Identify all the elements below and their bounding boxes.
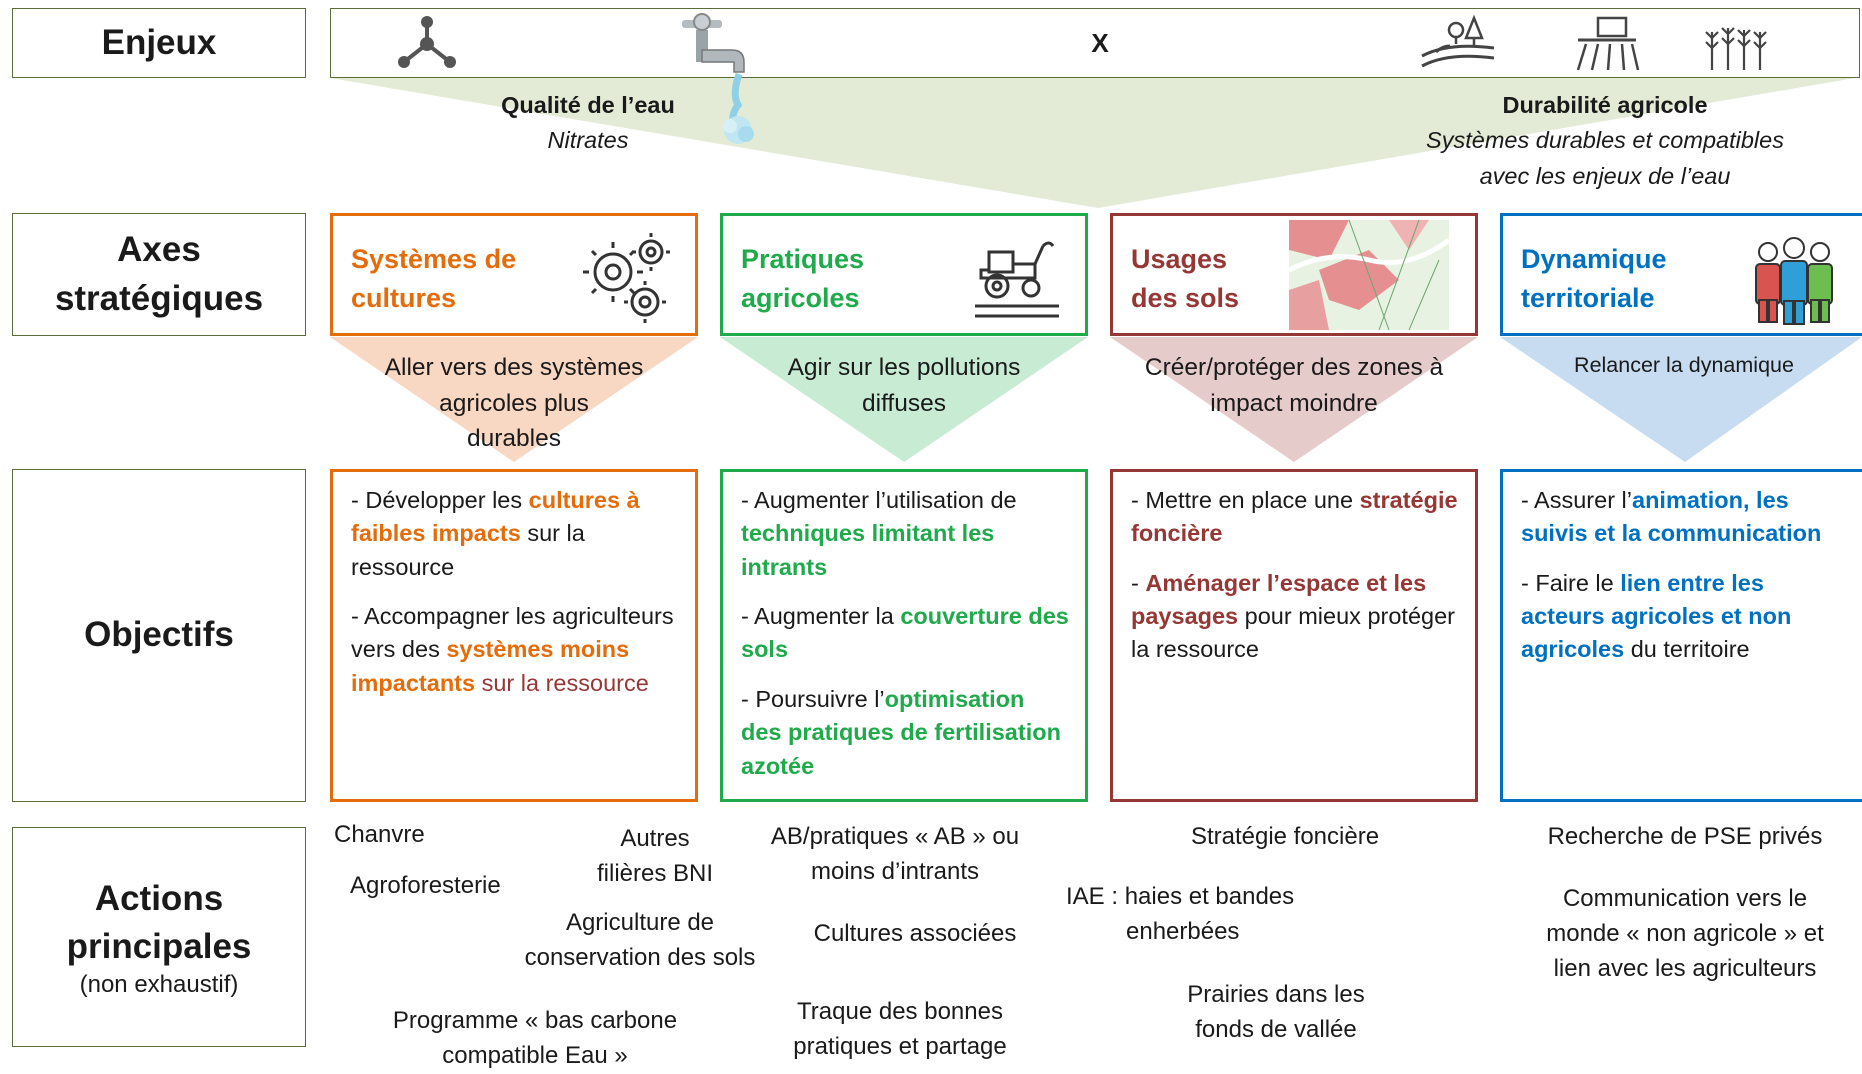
objectif-1a: - Développer les cultures à faibles impa… (351, 487, 640, 580)
enjeux-cross: X (1091, 28, 1109, 58)
objectif-4b: - Faire le lien entre les acteurs agrico… (1521, 569, 1792, 663)
enjeu-durabilite-sub-1: Systèmes durables et compatibles (1426, 127, 1784, 154)
axis-dynamique-territoriale: Dynamique territoriale (1500, 213, 1862, 336)
crops-icon (1705, 27, 1767, 70)
enjeu-qualite-eau: Qualité de l’eau Nitrates (448, 88, 728, 159)
axis-2-title-1: Pratiques (741, 244, 865, 274)
row-label-enjeux: Enjeux (12, 8, 306, 78)
axis-1-sub-3: durables (467, 425, 561, 453)
map-icon (1289, 220, 1449, 330)
objectifs-systemes-cultures: - Développer les cultures à faibles impa… (330, 469, 698, 802)
objectif-2a: - Augmenter l’utilisation de techniques … (741, 487, 1017, 580)
landscape-icon (1421, 14, 1495, 68)
axis-2-title-2: agricoles (741, 283, 860, 314)
axis-2-subtitle: Agir sur les pollutions diffuses (730, 350, 1078, 421)
enjeu-durabilite: Durabilité agricole Systèmes durables et… (1370, 88, 1840, 194)
objectifs-dynamique-territoriale: - Assurer l’animation, les suivis et la … (1500, 469, 1862, 802)
objectifs-label: Objectifs (84, 615, 234, 655)
axis-3-sub-1: Créer/protéger des zones à (1144, 354, 1444, 381)
objectifs-pratiques-agricoles: - Augmenter l’utilisation de techniques … (720, 469, 1088, 802)
molecule-icon (398, 16, 456, 68)
actions-label: Actions principales (66, 878, 252, 966)
axis-1-sub-2: agricoles plus (439, 389, 589, 417)
enjeu-qualite-title: Qualité de l’eau (501, 92, 675, 118)
enjeux-bar (330, 8, 1860, 78)
enjeu-durabilite-sub-2: avec les enjeux de l’eau (1479, 162, 1731, 189)
axis-1-funnel (330, 337, 698, 462)
axis-1-title-2: cultures (351, 283, 457, 314)
axis-1-sub-1: Aller vers des systèmes (384, 354, 644, 381)
row-label-axes: Axes stratégiques (12, 213, 306, 336)
enjeu-qualite-sub: Nitrates (547, 127, 629, 154)
objectif-2c: - Poursuivre l’optimisation des pratique… (741, 685, 1061, 779)
gears-icon (583, 233, 670, 323)
objectif-3a: - Mettre en place une stratégie foncière (1131, 487, 1458, 547)
axis-1-title-1: Systèmes de (351, 244, 517, 274)
action-cultures-associees: Cultures associées (813, 920, 1017, 947)
axis-3-funnel (1110, 337, 1478, 462)
objectifs-usages-sols: - Mettre en place une stratégie foncière… (1110, 469, 1478, 802)
objectif-2b: - Augmenter la couverture des sols (741, 603, 1069, 663)
action-pse: Recherche de PSE privés (1547, 823, 1823, 850)
axis-systemes-cultures: Systèmes de cultures (330, 213, 698, 336)
axis-4-subtitle: Relancer la dynamique (1505, 350, 1862, 381)
axis-2-sub-1: Agir sur les pollutions (787, 354, 1021, 381)
row-label-actions: Actions principales (non exhaustif) (12, 827, 306, 1047)
axis-3-title-1: Usages (1131, 244, 1228, 274)
field-sprayer-icon (1576, 16, 1640, 71)
tractor-icon (975, 241, 1059, 318)
axis-3-sub-2: impact moindre (1210, 389, 1378, 417)
row-label-objectifs: Objectifs (12, 469, 306, 802)
axis-3-title-2: des sols (1131, 283, 1240, 314)
objectif-3b: - Aménager l’espace et les paysages pour… (1131, 569, 1455, 663)
enjeux-label: Enjeux (101, 22, 217, 62)
enjeux-funnel (330, 78, 1855, 208)
actions-sublabel: (non exhaustif) (79, 971, 239, 999)
objectif-1b: - Accompagner les agriculteurs vers des … (351, 603, 674, 696)
action-agroforesterie: Agroforesterie (350, 872, 501, 899)
action-chanvre: Chanvre (334, 821, 425, 848)
axes-label: Axes stratégiques (54, 230, 264, 318)
objectif-4a: - Assurer l’animation, les suivis et la … (1521, 487, 1822, 547)
axis-4-title-1: Dynamique (1521, 244, 1667, 274)
people-icon (1755, 237, 1833, 325)
axis-2-funnel (720, 337, 1088, 462)
axis-1-subtitle: Aller vers des systèmes agricoles plus d… (340, 350, 688, 457)
axis-2-sub-2: diffuses (862, 389, 946, 417)
axis-3-subtitle: Créer/protéger des zones à impact moindr… (1110, 350, 1478, 421)
faucet-icon (682, 13, 754, 144)
axis-4-title-2: territoriale (1521, 283, 1655, 314)
axis-4-sub-1: Relancer la dynamique (1574, 353, 1794, 377)
axis-4-funnel (1500, 337, 1862, 462)
axis-usages-sols: Usages des sols (1110, 213, 1478, 336)
enjeu-durabilite-title: Durabilité agricole (1502, 92, 1708, 118)
axis-pratiques-agricoles: Pratiques agricoles (720, 213, 1088, 336)
action-strategie-fonciere: Stratégie foncière (1190, 823, 1380, 850)
